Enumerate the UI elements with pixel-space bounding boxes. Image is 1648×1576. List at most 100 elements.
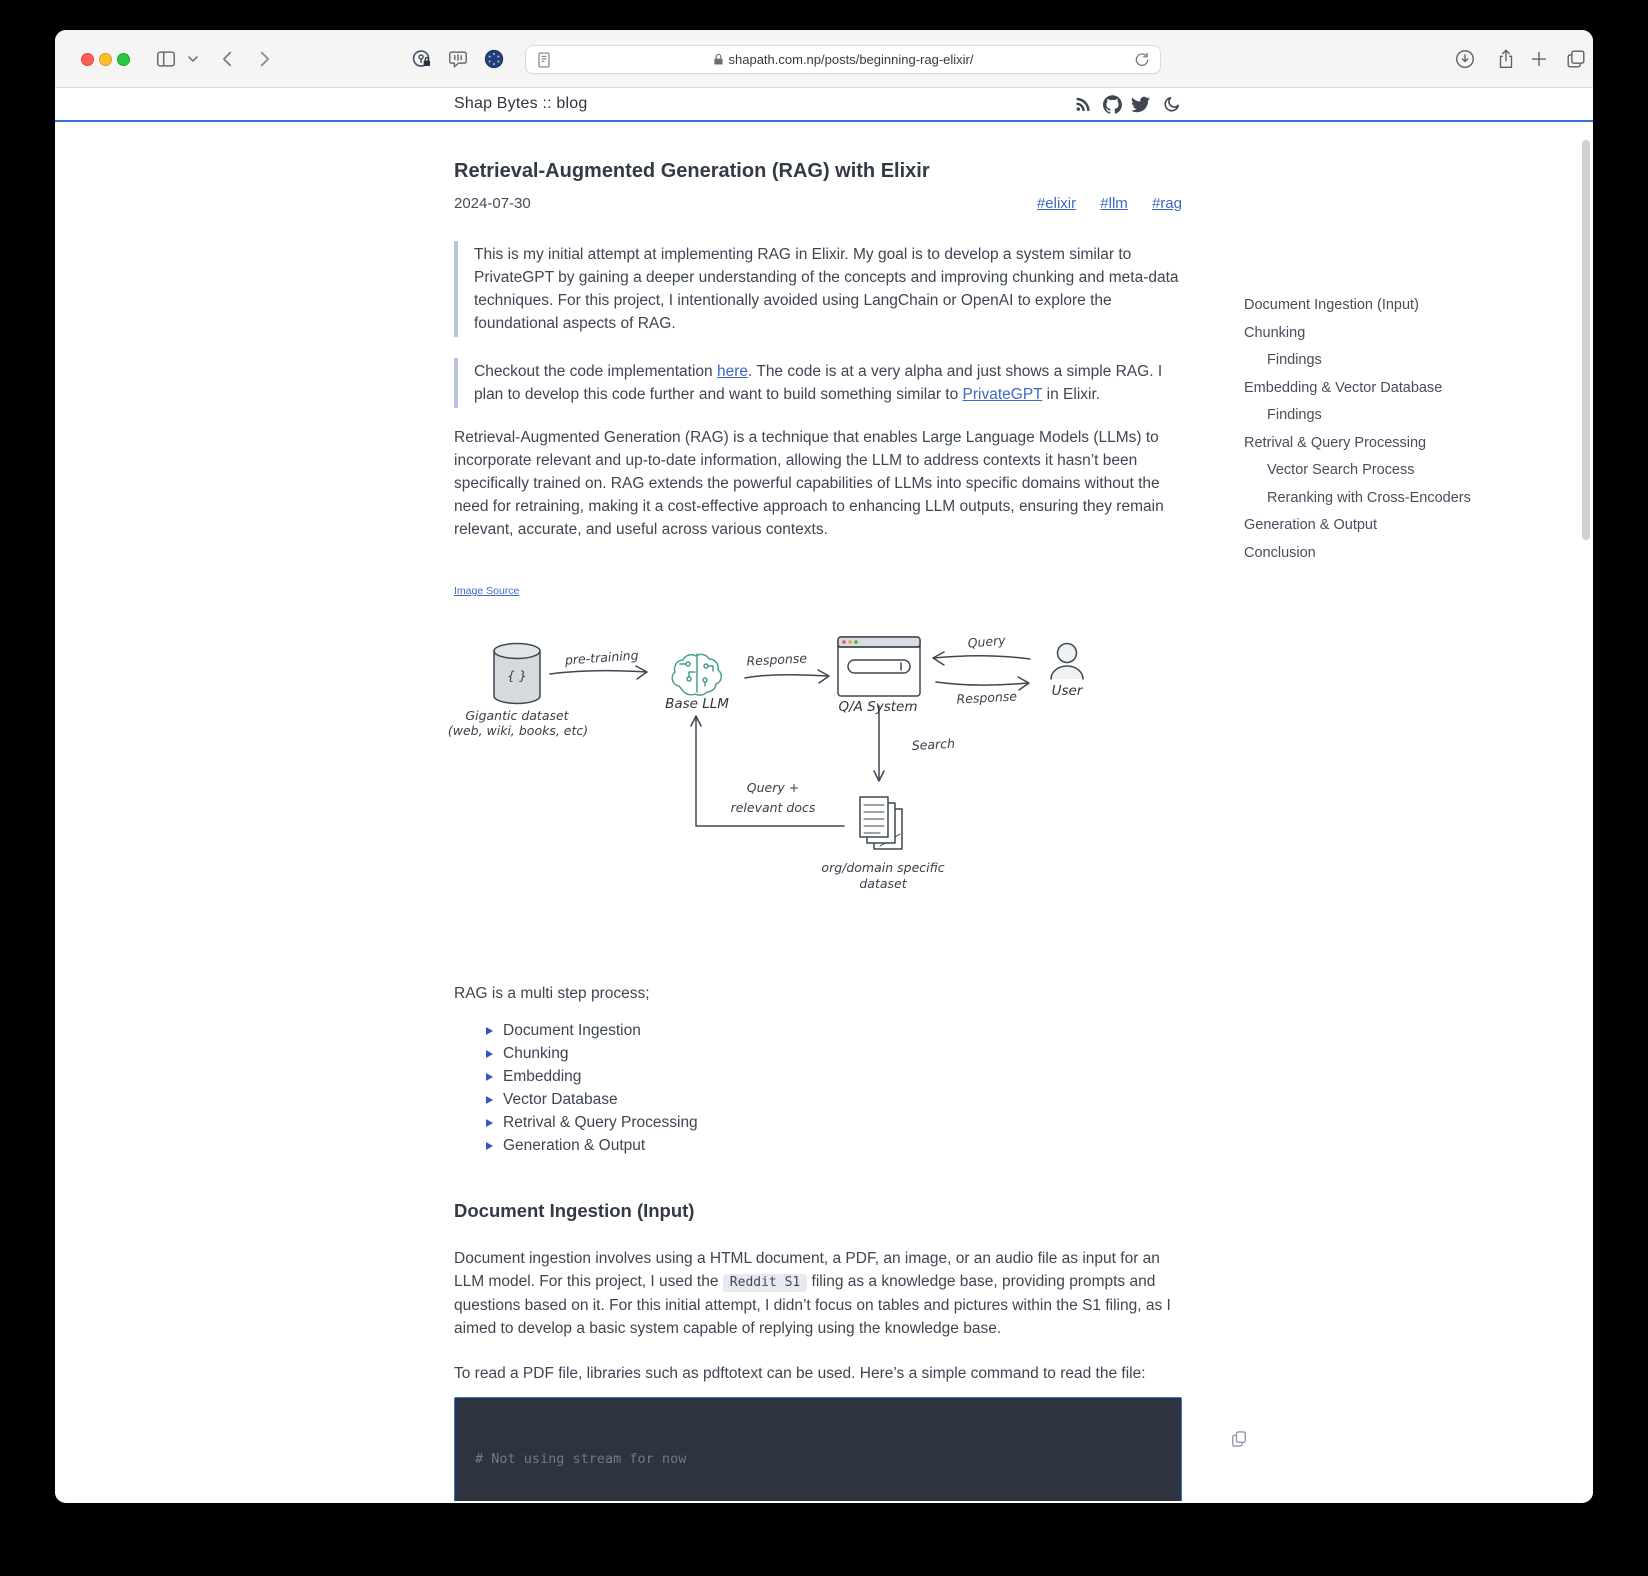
steps-intro: RAG is a multi step process; [454, 985, 650, 1002]
site-header: Shap Bytes :: blog [55, 88, 1593, 122]
url-display: shapath.com.np/posts/beginning-rag-elixi… [526, 46, 1160, 73]
qa-system-label: Q/A System [838, 699, 917, 715]
twitter-icon[interactable] [1131, 95, 1150, 114]
toc-item-reranking-cross-encoders[interactable]: Reranking with Cross-Encoders [1267, 489, 1471, 506]
tag-rag[interactable]: #rag [1151, 195, 1182, 212]
bullet-triangle-icon [486, 1072, 493, 1081]
back-icon[interactable] [217, 48, 239, 70]
pdf-paragraph: To read a PDF file, libraries such as pd… [454, 1365, 1146, 1382]
brain-icon [671, 653, 722, 696]
bullet-triangle-icon [486, 1118, 493, 1127]
article: Retrieval-Augmented Generation (RAG) wit… [448, 122, 1247, 1501]
rss-icon[interactable] [1075, 95, 1094, 114]
toc-item-chunking[interactable]: Chunking [1244, 324, 1306, 341]
pretraining-label: pre-training [563, 647, 639, 667]
downloads-icon[interactable] [1454, 48, 1476, 70]
bullet-triangle-icon [486, 1095, 493, 1104]
toc-item-document-ingestion[interactable]: Document Ingestion (Input) [1244, 297, 1419, 313]
zoom-window-button[interactable] [117, 53, 130, 66]
search-label: Search [911, 736, 955, 753]
chevron-down-icon[interactable] [186, 52, 200, 66]
base-llm-label: Base LLM [665, 696, 729, 712]
toc-item-retrival-query-processing[interactable]: Retrival & Query Processing [1244, 434, 1427, 451]
chat-extension-icon[interactable] [447, 48, 469, 70]
scrollbar-thumb[interactable] [1582, 140, 1590, 540]
privacy-extension-icon[interactable] [483, 48, 505, 70]
bullet-triangle-icon [486, 1026, 493, 1035]
blockquote-code: Checkout the code implementation here. T… [454, 358, 1182, 408]
share-icon[interactable] [1495, 48, 1517, 70]
list-item: Document Ingestion [486, 1019, 1182, 1042]
browser-toolbar: shapath.com.np/posts/beginning-rag-elixi… [55, 30, 1593, 88]
toc-item-findings-2[interactable]: Findings [1267, 407, 1322, 423]
dataset-label: Gigantic dataset [465, 708, 569, 723]
toc-item-findings-1[interactable]: Findings [1267, 352, 1322, 368]
inline-code: Reddit S1 [722, 1274, 808, 1292]
section-text2: filing as a knowledge base, providing pr… [454, 1273, 1171, 1337]
url-text: shapath.com.np/posts/beginning-rag-elixi… [728, 52, 974, 67]
tab-overview-icon[interactable] [1565, 48, 1587, 70]
step-label: Retrival & Query Processing [503, 1114, 698, 1131]
reader-view-icon[interactable] [535, 51, 553, 69]
step-label: Document Ingestion [503, 1022, 641, 1039]
blockquote-code-text2: . The code is at a very alpha and just s… [474, 363, 1163, 403]
reload-icon[interactable] [1133, 51, 1151, 69]
code-link[interactable]: here [716, 363, 749, 380]
forward-icon[interactable] [253, 48, 275, 70]
step-label: Embedding [503, 1068, 582, 1085]
blockquote-goal-text: This is my initial attempt at implementi… [474, 246, 1179, 332]
page-title: Retrieval-Augmented Generation (RAG) wit… [454, 160, 930, 182]
user-label: User [1052, 683, 1084, 699]
response-label: Response [746, 650, 808, 668]
page-content: Retrieval-Augmented Generation (RAG) wit… [55, 122, 1593, 1501]
dataset-sublabel: (web, wiki, books, etc) [448, 723, 588, 738]
table-of-contents: Document Ingestion (Input) Chunking Find… [1244, 292, 1471, 567]
password-manager-extension-icon[interactable] [411, 48, 433, 70]
article-meta: 2024-07-30 #elixir #llm #rag [454, 192, 1182, 215]
bullet-triangle-icon [486, 1049, 493, 1058]
close-window-button[interactable] [81, 53, 94, 66]
tag-llm[interactable]: #llm [1100, 195, 1128, 212]
code-comment: # Not using stream for now [475, 1451, 687, 1467]
toc-item-conclusion[interactable]: Conclusion [1244, 544, 1316, 561]
step-label: Vector Database [503, 1091, 618, 1108]
new-tab-icon[interactable] [1528, 48, 1550, 70]
bullet-triangle-icon [486, 1141, 493, 1150]
step-label: Chunking [503, 1045, 569, 1062]
response2-label: Response [956, 688, 1018, 706]
sidebar-toggle-icon[interactable] [155, 48, 177, 70]
list-item: Generation & Output [486, 1134, 1182, 1157]
toc-item-vector-search-process[interactable]: Vector Search Process [1267, 462, 1415, 478]
code-line: # Not using stream for now [475, 1450, 1161, 1469]
steps-list: Document Ingestion Chunking Embedding Ve… [454, 1019, 1182, 1157]
section-text: Document ingestion involves using a HTML… [454, 1250, 1160, 1290]
tag-list: #elixir #llm #rag [1017, 192, 1182, 215]
site-title[interactable]: Shap Bytes :: blog [454, 95, 588, 112]
toc-item-generation-output[interactable]: Generation & Output [1244, 517, 1377, 533]
querydocs-label: Query + [747, 780, 799, 795]
browser-window-icon [837, 636, 921, 697]
list-item: Chunking [486, 1042, 1182, 1065]
step-label: Generation & Output [503, 1137, 646, 1154]
image-source-link[interactable]: Image Source [454, 585, 520, 597]
code-block: # Not using stream for now {:ok, content… [454, 1397, 1247, 1501]
tag-elixir[interactable]: #elixir [1036, 195, 1077, 212]
privategpt-link[interactable]: PrivateGPT [962, 386, 1043, 403]
github-icon[interactable] [1103, 95, 1122, 114]
braces-label: { } [507, 668, 527, 683]
section-paragraph: Document ingestion involves using a HTML… [454, 1247, 1182, 1340]
querydocs-sublabel: relevant docs [731, 800, 816, 815]
copy-icon[interactable] [1148, 1410, 1247, 1447]
intro-paragraph: Retrieval-Augmented Generation (RAG) is … [454, 429, 1164, 538]
list-item: Vector Database [486, 1088, 1182, 1111]
blockquote-code-text3: in Elixir. [1042, 386, 1101, 403]
list-item: Embedding [486, 1065, 1182, 1088]
documents-icon [859, 796, 903, 850]
moon-icon[interactable] [1162, 95, 1181, 114]
address-bar[interactable]: shapath.com.np/posts/beginning-rag-elixi… [525, 45, 1161, 74]
minimize-window-button[interactable] [99, 53, 112, 66]
database-cylinder-icon [493, 642, 541, 705]
rag-flow-diagram: { } Gigantic dataset (web, wiki, books, … [448, 634, 1084, 891]
toc-item-embedding-vector-database[interactable]: Embedding & Vector Database [1244, 379, 1443, 396]
orgdataset-sublabel: dataset [859, 876, 907, 891]
